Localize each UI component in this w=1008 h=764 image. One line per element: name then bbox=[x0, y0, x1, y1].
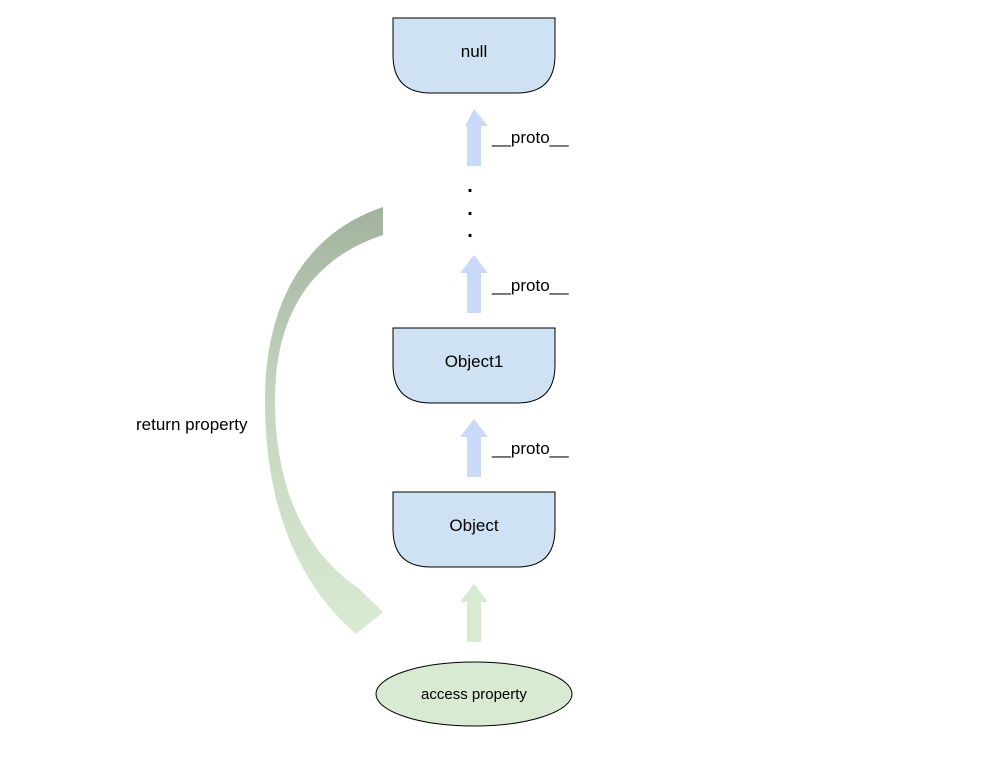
object1-node-label: Object1 bbox=[445, 352, 504, 371]
object-node-label: Object bbox=[449, 516, 498, 535]
access-arrow bbox=[460, 584, 488, 642]
return-property-arrow bbox=[265, 207, 383, 634]
ellipsis: . . . bbox=[467, 175, 473, 242]
access-property-label: access property bbox=[421, 686, 527, 703]
proto-arrow-middle bbox=[460, 255, 488, 313]
ellipsis-dot-2: . bbox=[467, 198, 473, 220]
access-property-node: access property bbox=[375, 661, 573, 727]
proto-arrow-top bbox=[465, 109, 488, 166]
object-node: Object bbox=[392, 491, 556, 568]
ellipsis-dot-3: . bbox=[467, 220, 473, 242]
null-node-label: null bbox=[461, 42, 487, 61]
ellipsis-dot-1: . bbox=[467, 175, 473, 197]
proto-label-middle: __proto__ bbox=[491, 276, 569, 295]
proto-arrow-bottom bbox=[460, 419, 488, 477]
return-property-label: return property bbox=[136, 415, 248, 434]
null-node: null bbox=[392, 17, 556, 94]
object1-node: Object1 bbox=[392, 327, 556, 404]
proto-label-bottom: __proto__ bbox=[491, 439, 569, 458]
proto-label-top: __proto__ bbox=[491, 128, 569, 147]
